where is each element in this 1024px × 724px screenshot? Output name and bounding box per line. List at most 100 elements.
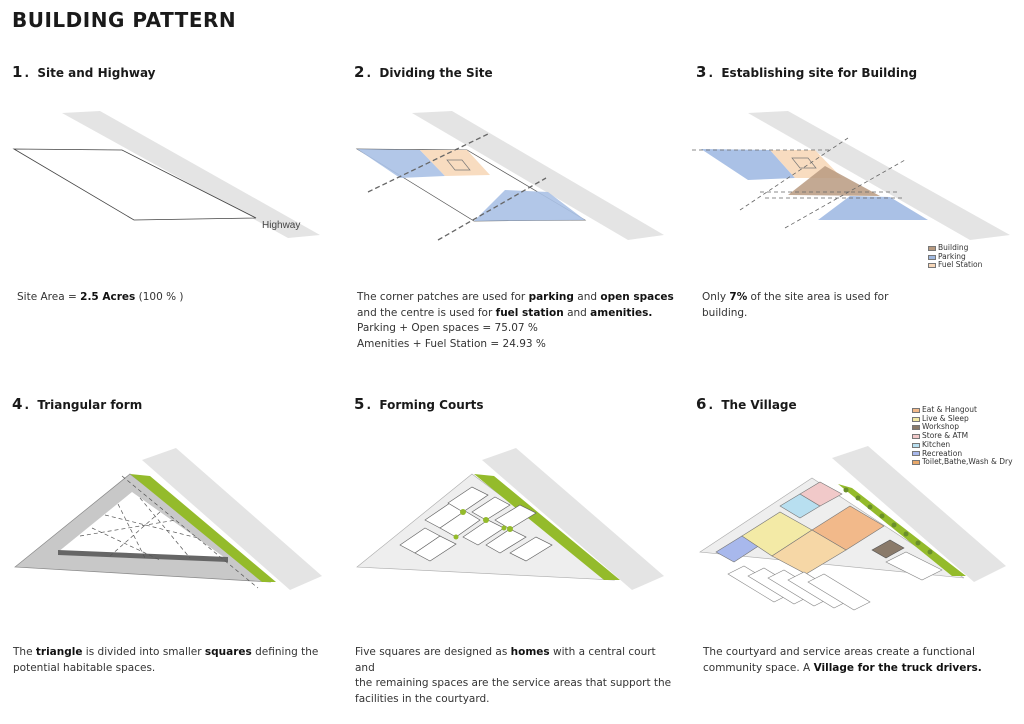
- description-emphasis: Village for the truck drivers.: [813, 661, 982, 674]
- legend-label: Fuel Station: [938, 260, 983, 270]
- highway-strip: [482, 448, 664, 590]
- building-area: [788, 166, 880, 196]
- legend-label: Toilet,Bathe,Wash & Dry: [922, 457, 1013, 467]
- building-marker: [446, 159, 471, 171]
- step-title: Dividing the Site: [379, 66, 493, 80]
- legend-swatch: [912, 442, 920, 448]
- diagram-the-village: [699, 446, 1006, 611]
- description-text: (100 % ): [135, 291, 184, 303]
- legend-item: Workshop: [912, 423, 1013, 432]
- divider-line: [367, 133, 489, 193]
- description-line: The courtyard and service areas create a…: [703, 645, 1013, 661]
- step-number: 4: [12, 395, 23, 413]
- legend-label: Kitchen: [922, 439, 951, 449]
- step-5-heading: 5. Forming Courts: [354, 395, 484, 413]
- highway-strip: [748, 111, 1010, 240]
- legend-item: Recreation: [912, 448, 1013, 459]
- legend-label: Eat & Hangout: [922, 405, 977, 414]
- description-text: of the site area is used for: [747, 291, 889, 303]
- parking-area: [818, 196, 928, 220]
- step-1-heading: 1. Site and Highway: [12, 63, 156, 81]
- description-text: the remaining spaces are the service are…: [355, 677, 672, 689]
- description-text: Site Area =: [17, 291, 81, 303]
- step-separator: .: [366, 66, 371, 80]
- description-text: Parking + Open spaces = 75.07 %: [357, 322, 538, 334]
- description-emphasis: triangle: [35, 646, 83, 658]
- description-line: Site Area = 2.5 Acres (100 % ): [17, 290, 327, 306]
- highway-strip: [412, 111, 664, 240]
- legend-label: Building: [938, 243, 969, 252]
- diagram-site-and-highway: Highway: [12, 111, 320, 238]
- legend-label: Recreation: [922, 448, 963, 458]
- divider-line: [437, 177, 547, 241]
- description-text: The: [13, 646, 36, 658]
- step-separator: .: [366, 398, 371, 412]
- parking-patch-right: [474, 190, 585, 221]
- step-separator: .: [708, 66, 713, 80]
- description-line: potential habitable spaces.: [13, 661, 333, 677]
- step-title: The Village: [721, 398, 797, 412]
- guide-line: [784, 159, 906, 229]
- step-number: 5: [354, 395, 365, 413]
- description-text: community space. A: [703, 661, 814, 674]
- fuel-amenity-centre: [420, 150, 490, 176]
- square-grid: [79, 475, 259, 589]
- legend-swatch: [912, 433, 920, 439]
- legend-label: Parking: [938, 251, 966, 261]
- triangle-base-wall: [58, 550, 228, 562]
- description-line: Amenities + Fuel Station = 24.93 %: [357, 337, 677, 353]
- courtyards: [453, 509, 513, 540]
- green-edge: [130, 474, 276, 582]
- legend-swatch: [912, 416, 920, 422]
- page-title: BUILDING PATTERN: [12, 8, 237, 32]
- description-text: building.: [702, 306, 748, 319]
- highway-strip: [142, 448, 322, 590]
- description-line: The corner patches are used for parking …: [357, 290, 677, 306]
- description-text: facilities in the courtyard.: [355, 692, 490, 705]
- highway-strip: [832, 446, 1006, 582]
- green-edge: [474, 474, 620, 580]
- description-text: and: [563, 306, 591, 319]
- description-text: and: [573, 291, 601, 303]
- legend-swatch: [912, 451, 920, 457]
- legend-swatch: [928, 263, 936, 269]
- legend-swatch: [912, 407, 920, 413]
- step-separator: .: [24, 66, 29, 80]
- site-outline: [12, 148, 257, 221]
- description-text: with a central court and: [355, 646, 656, 674]
- step-title: Site and Highway: [37, 66, 156, 80]
- diagram-triangular-form: [14, 448, 322, 590]
- step-title: Triangular form: [37, 398, 143, 412]
- triangle-inner: [58, 492, 228, 560]
- legend-item: Fuel Station: [928, 261, 982, 270]
- step-4-description: The triangle is divided into smaller squ…: [13, 645, 333, 676]
- step-5-description: Five squares are designed as homes with …: [355, 645, 675, 707]
- step-separator: .: [24, 398, 29, 412]
- description-line: facilities in the courtyard.: [355, 692, 675, 708]
- legend-item: Live & Sleep: [912, 414, 1013, 424]
- description-emphasis: amenities.: [590, 306, 653, 319]
- description-line: The triangle is divided into smaller squ…: [13, 645, 333, 661]
- legend-label: Workshop: [922, 422, 960, 432]
- step-number: 1: [12, 63, 23, 81]
- legend-item: Toilet,Bathe,Wash & Dry: [912, 458, 1013, 467]
- step-title: Establishing site for Building: [721, 66, 918, 80]
- step-title: Forming Courts: [379, 398, 484, 412]
- parking-patch-left: [357, 149, 445, 178]
- description-emphasis: 2.5 Acres: [80, 291, 136, 303]
- workshop-block: [871, 539, 905, 559]
- legend-item: Kitchen: [912, 439, 1013, 450]
- store-atm-block: [799, 481, 843, 507]
- description-line: the remaining spaces are the service are…: [355, 676, 675, 692]
- description-line: community space. A Village for the truck…: [703, 661, 1013, 677]
- diagram-establishing-site: [692, 111, 1010, 240]
- step-3-heading: 3. Establishing site for Building: [696, 63, 917, 81]
- highway-strip: [62, 111, 320, 238]
- diagram-dividing-the-site: [355, 111, 664, 241]
- description-emphasis: fuel station: [495, 306, 564, 319]
- description-line: Parking + Open spaces = 75.07 %: [357, 321, 677, 337]
- toilet-bathe-block: [771, 529, 847, 575]
- description-text: Amenities + Fuel Station = 24.93 %: [357, 337, 546, 350]
